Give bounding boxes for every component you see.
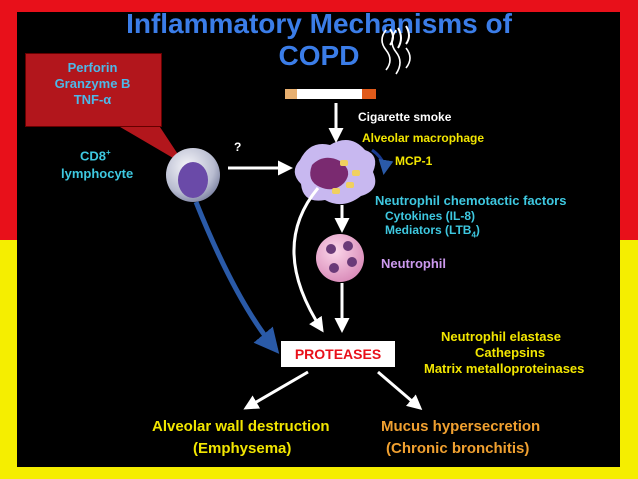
cigarette-icon — [285, 25, 411, 99]
alveolar-macrophage-label: Alveolar macrophage — [362, 131, 485, 145]
callout-tnf: TNF-α — [73, 92, 112, 107]
mcp1-label: MCP-1 — [395, 154, 433, 168]
mediators-label: Mediators (LTB4) — [385, 223, 480, 240]
callout-granzyme: Granzyme B — [54, 76, 131, 91]
lymphocyte-label: lymphocyte — [61, 166, 134, 181]
question-mark: ? — [234, 140, 242, 154]
cytokines-label: Cytokines (IL-8) — [385, 209, 476, 223]
protease-mmp: Matrix metalloproteinases — [424, 361, 585, 376]
lymphocyte-cell-icon — [166, 148, 220, 202]
cd8-label: CD8+ — [80, 148, 111, 164]
chemotactic-title: Neutrophil chemotactic factors — [375, 193, 567, 208]
outcome-left-line1: Alveolar wall destruction — [152, 418, 330, 435]
title-line-2: COPD — [278, 40, 360, 71]
outcome-left-line2: (Emphysema) — [193, 440, 292, 457]
arrow-macrophage-mcp1 — [371, 148, 394, 175]
title-line-1: Inflammatory Mechanisms of — [126, 8, 512, 39]
neutrophil-label: Neutrophil — [381, 256, 446, 271]
callout-perforin: Perforin — [67, 60, 118, 75]
arrow-lymphocyte-to-proteases — [193, 201, 280, 354]
outcome-right-line1: Mucus hypersecretion — [381, 418, 541, 435]
smoke-icon — [381, 29, 411, 75]
neutrophil-cell-icon — [316, 234, 364, 282]
callout-box — [25, 53, 162, 127]
proteases-box: PROTEASES — [281, 341, 395, 367]
cigarette-smoke-label: Cigarette smoke — [358, 110, 452, 124]
callout-text: Perforin Granzyme B TNF-α — [25, 60, 160, 108]
arrow-to-emphysema — [243, 370, 309, 410]
mediators-sub: 4 — [471, 230, 476, 240]
outcome-right-line2: (Chronic bronchitis) — [386, 440, 530, 457]
arrow-to-bronchitis — [377, 370, 423, 410]
protease-elastase: Neutrophil elastase — [441, 329, 561, 344]
callout-pointer — [115, 124, 185, 165]
protease-cathepsins: Cathepsins — [475, 345, 546, 360]
macrophage-cell-icon — [294, 140, 376, 205]
cd8-sup: + — [106, 148, 111, 157]
arrow-macrophage-to-proteases — [292, 187, 324, 333]
